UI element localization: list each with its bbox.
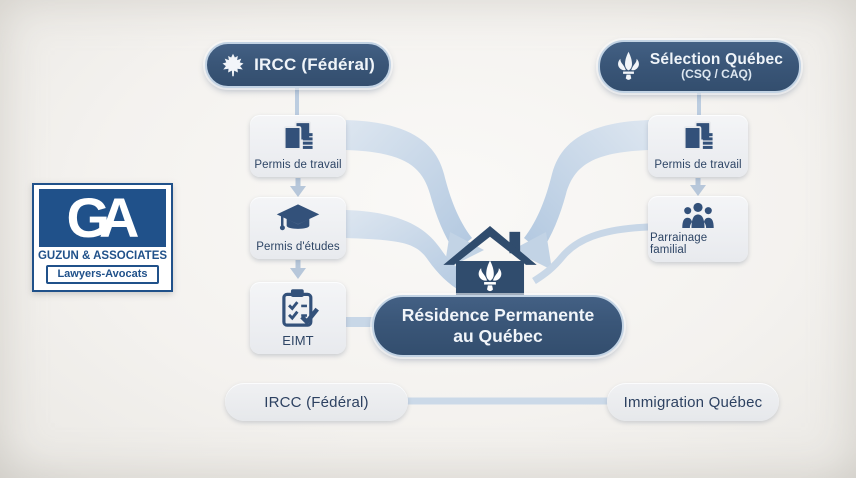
swoosh-arrowhead-right (512, 232, 552, 270)
node-sublabel: (CSQ / CAQ) (681, 67, 752, 82)
node-residence-permanente: Résidence Permanente au Québec (372, 295, 624, 357)
footer-label: IRCC (Fédéral) (264, 393, 369, 411)
clipboard-check-icon (275, 288, 321, 329)
connector-family-to-house (532, 223, 649, 284)
node-label: IRCC (Fédéral) (254, 55, 375, 74)
step-permis-de-travail-right: Permis de travail (648, 115, 748, 177)
logo-firm-name: GUZUN & ASSOCIATES (37, 250, 168, 262)
step-permis-de-travail-left: Permis de travail (250, 115, 346, 177)
node-ircc-federal: IRCC (Fédéral) (205, 42, 391, 88)
node-selection-quebec: Sélection Québec (CSQ / CAQ) (598, 40, 801, 93)
step-label: EIMT (282, 333, 314, 348)
maple-leaf-icon (221, 53, 245, 77)
step-label: Permis d'études (256, 241, 340, 253)
result-line-1: Résidence Permanente (401, 304, 595, 325)
result-line-2: au Québec (453, 326, 543, 346)
down-arrow (290, 178, 706, 279)
footer-node-ircc-federal: IRCC (Fédéral) (225, 383, 408, 421)
step-parrainage-familial: Parrainage familial (648, 196, 748, 262)
guzun-associates-logo: GA GUZUN & ASSOCIATES Lawyers-Avocats (32, 183, 173, 292)
logo-tagline: Lawyers-Avocats (46, 265, 159, 284)
footer-node-immigration-quebec: Immigration Québec (607, 383, 779, 421)
node-label: Sélection Québec (649, 51, 784, 69)
swoosh-arrow-right-top (524, 120, 650, 252)
fleur-de-lis-icon (616, 51, 641, 82)
house-fleur-de-lis-icon (443, 226, 537, 296)
step-permis-d-etudes: Permis d'études (250, 197, 346, 259)
step-label: Parrainage familial (650, 232, 708, 256)
documents-icon (276, 121, 320, 155)
graduation-cap-icon (274, 203, 322, 237)
logo-monogram: GA (39, 189, 166, 247)
swoosh-arrow-left-bottom (346, 210, 472, 292)
family-icon (675, 202, 721, 228)
swoosh-arrow-left-top (346, 120, 472, 252)
footer-label: Immigration Québec (623, 393, 763, 411)
step-eimt: EIMT (250, 282, 346, 354)
step-label: Permis de travail (654, 159, 742, 171)
step-label: Permis de travail (254, 159, 342, 171)
documents-icon (676, 121, 720, 155)
